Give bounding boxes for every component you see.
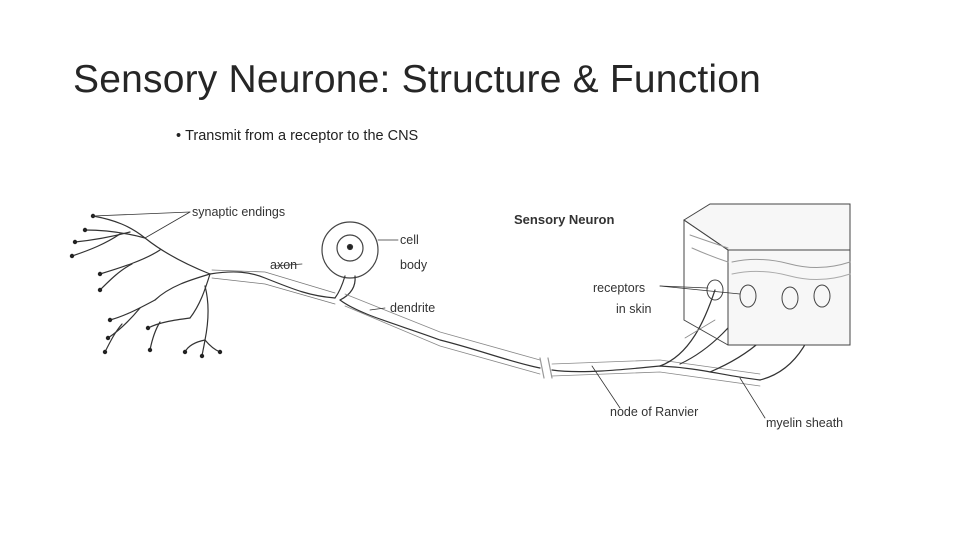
neuron-drawing: synaptic endings axon cell body dendrite… bbox=[69, 203, 851, 430]
label-cell: cell bbox=[400, 233, 419, 247]
synaptic-endings-branches bbox=[71, 215, 221, 357]
sensory-neuron-diagram: synaptic endings axon cell body dendrite… bbox=[60, 190, 880, 445]
label-body: body bbox=[400, 258, 428, 272]
label-axon: axon bbox=[270, 258, 297, 272]
skin-block bbox=[683, 203, 851, 346]
label-dendrite: dendrite bbox=[390, 301, 435, 315]
label-receptors: receptors bbox=[593, 281, 645, 295]
bullet-dot-icon: • bbox=[176, 128, 182, 144]
label-in-skin: in skin bbox=[616, 302, 651, 316]
label-synaptic-endings: synaptic endings bbox=[192, 205, 285, 219]
bullet-item: •Transmit from a receptor to the CNS bbox=[176, 128, 418, 144]
synaptic-knobs bbox=[69, 213, 223, 359]
slide-title: Sensory Neurone: Structure & Function bbox=[73, 58, 762, 101]
diagram-heading: Sensory Neuron bbox=[514, 212, 614, 227]
label-myelin-sheath: myelin sheath bbox=[766, 416, 843, 430]
label-node-of-ranvier: node of Ranvier bbox=[610, 405, 698, 419]
bullet-text: Transmit from a receptor to the CNS bbox=[185, 128, 419, 144]
